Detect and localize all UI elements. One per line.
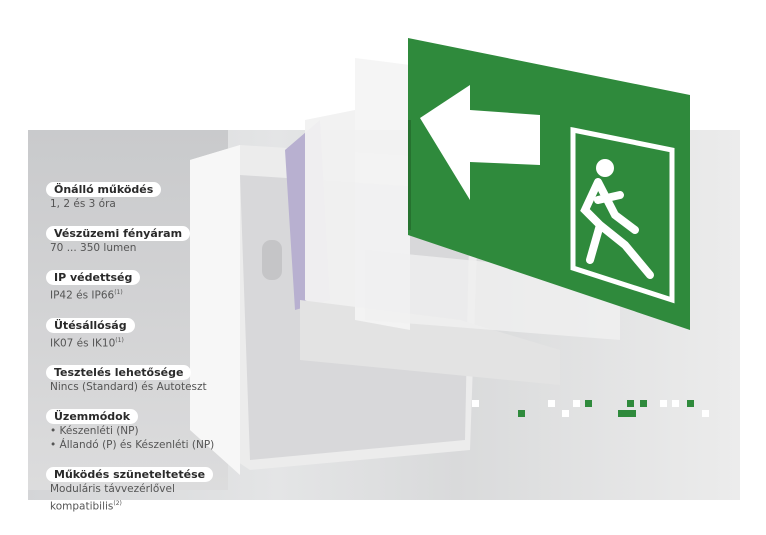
housing-side [190, 145, 240, 475]
spec-value-text: IK07 és IK10 [50, 337, 116, 349]
spec-value-text: kompatibilis [50, 500, 114, 513]
mounting-slot [262, 240, 282, 280]
spec-title: IP védettség [46, 270, 141, 285]
spec-item: Üzemmódok• Készenléti (NP) • Állandó (P) … [46, 405, 240, 452]
spec-value: 1, 2 és 3 óra [50, 198, 116, 210]
running-man-icon [596, 159, 614, 177]
spec-value: 70 ... 350 lumen [50, 242, 137, 254]
spec-value: kompatibilis(2) [50, 497, 240, 514]
door-icon [570, 126, 675, 304]
arrow-left-icon [420, 85, 540, 200]
spec-title: Működés szüneteltetése [46, 467, 214, 482]
spec-value: • Állandó (P) és Készenléti (NP) [50, 439, 215, 451]
spec-value: Moduláris távvezérlővel [50, 483, 175, 495]
spec-title: Tesztelés lehetősége [46, 365, 192, 380]
footnote-marker: (1) [114, 289, 123, 296]
spec-value: IK07 és IK10(1) [50, 334, 240, 351]
running-man-body-icon [580, 178, 654, 279]
spec-value: Nincs (Standard) és Autoteszt [50, 381, 207, 393]
sign-edge [408, 120, 411, 230]
spec-value-text: IP42 és IP66 [50, 289, 115, 302]
spec-value: IP42 és IP66(1) [50, 286, 240, 303]
gear-tray [305, 110, 355, 330]
footnote-marker: (1) [115, 336, 124, 344]
footnote-marker: (2) [113, 500, 122, 507]
spec-title: Önálló működés [46, 182, 162, 197]
spec-value: • Készenléti (NP) [50, 425, 139, 437]
spec-title: Vészüzemi fényáram [46, 226, 191, 241]
spec-title: Ütésállóság [46, 317, 135, 333]
spec-title: Üzemmódok [46, 409, 139, 424]
